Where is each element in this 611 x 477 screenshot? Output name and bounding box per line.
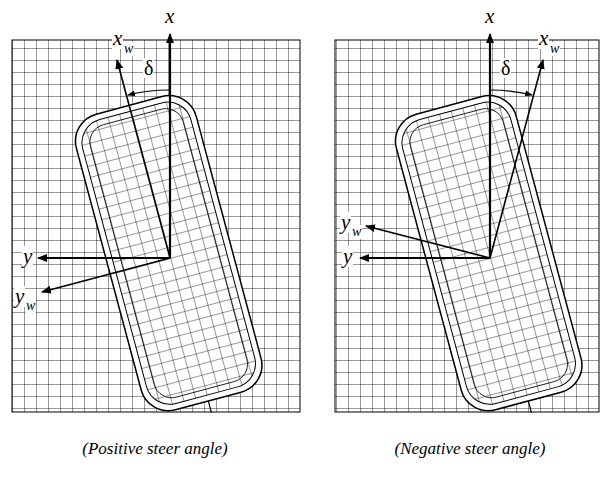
axes (360, 34, 543, 258)
axis-label: x (484, 6, 495, 27)
angle-label: δ (500, 58, 511, 78)
axis-label: x (112, 28, 123, 49)
ground-grid (335, 40, 599, 412)
axis-subscript: w (25, 299, 36, 313)
axis-label: y (14, 286, 25, 307)
axes (38, 34, 170, 292)
axis-label: y (22, 246, 33, 267)
angle-label: δ (143, 58, 154, 78)
axis-subscript: w (351, 225, 362, 239)
panel-caption: (Negative steer angle) (394, 440, 545, 457)
axis-subscript: w (123, 42, 134, 56)
axis-label: x (164, 6, 175, 27)
axis-label: y (342, 246, 353, 267)
panel-caption: (Positive steer angle) (82, 440, 227, 457)
axis-label: y (340, 212, 351, 233)
axis-subscript: w (549, 42, 560, 56)
axis-label: x (538, 28, 549, 49)
